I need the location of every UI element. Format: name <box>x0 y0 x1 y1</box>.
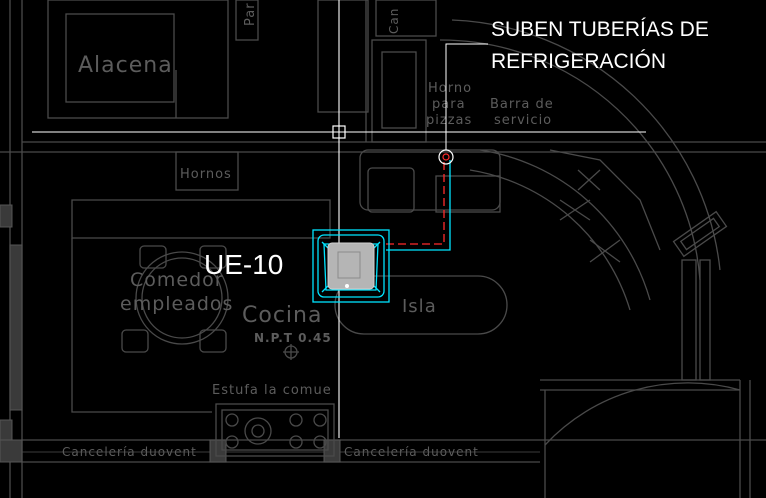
label-empleados: empleados <box>120 293 233 315</box>
unit-tag-label: UE-10 <box>204 249 283 280</box>
label-hornos: Hornos <box>180 167 232 182</box>
label-canceleria-right: Cancelería duovent <box>344 445 479 459</box>
stove-outline <box>215 403 335 457</box>
piping-red-line <box>386 160 445 245</box>
alacena-room-outline <box>47 0 229 119</box>
label-npt: N.P.T 0.45 <box>254 331 332 345</box>
label-cocina: Cocina <box>242 303 322 328</box>
isla-outline <box>334 275 508 335</box>
annotation-line1: SUBEN TUBERÍAS DE <box>491 18 709 41</box>
label-alacena: Alacena <box>78 53 173 78</box>
label-canceleria-left: Cancelería duovent <box>62 445 197 459</box>
unit-grille <box>327 242 375 290</box>
cassette-unit-ue10[interactable] <box>312 229 390 303</box>
alacena-inner-outline <box>65 13 175 103</box>
room-labels: Alacena Hornos Comedor empleados Cocina … <box>62 2 554 459</box>
cad-crosshair <box>32 0 646 438</box>
label-comedor: Comedor <box>130 269 224 291</box>
label-para: para <box>432 97 466 112</box>
label-isla: Isla <box>402 296 437 317</box>
annotation-leader <box>445 43 488 150</box>
label-pizzas: pizzas <box>426 113 472 128</box>
dining-table <box>121 245 229 353</box>
label-horno: Horno <box>428 81 472 96</box>
piping-cyan-line <box>386 160 451 251</box>
label-estufa: Estufa la comue <box>212 383 332 398</box>
label-can: Can <box>387 8 401 34</box>
annotation-line2: REFRIGERACIÓN <box>491 50 666 73</box>
unit-outer-frame <box>312 229 390 303</box>
refrigerant-piping <box>386 149 454 251</box>
crosshair-pickbox <box>332 125 346 139</box>
label-barra: Barra de <box>490 97 554 112</box>
hornos-outline <box>175 151 239 191</box>
label-par: Par <box>243 2 258 26</box>
label-servicio: servicio <box>494 113 552 128</box>
